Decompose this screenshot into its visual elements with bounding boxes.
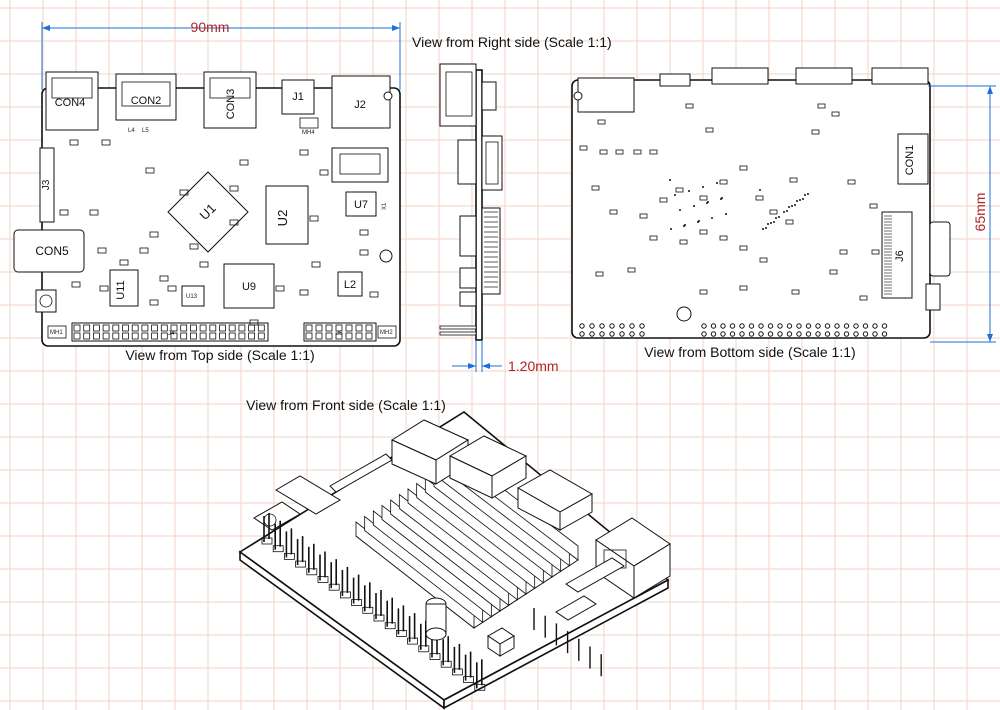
j2-connector [331, 75, 391, 129]
j3-connector [39, 147, 55, 223]
u2-label: U2 [275, 210, 290, 227]
j6-label: J6 [894, 250, 906, 262]
mh2-label: MH2 [380, 330, 393, 336]
j1-label: J1 [292, 91, 304, 103]
height-dimension-label: 65mm [972, 193, 988, 232]
top-view-caption: View from Top side (Scale 1:1) [125, 347, 314, 363]
top-small-components [59, 139, 379, 326]
front-sd-slot [275, 475, 341, 515]
j5-label: J5 [336, 331, 343, 337]
con1-connector [897, 133, 929, 185]
width-dimension-label: 90mm [191, 19, 230, 35]
bottom-view: CON1 J6 65mm View from Bottom side (Scal… [571, 67, 996, 360]
j3-label: J3 [41, 179, 52, 190]
arrow-right [392, 25, 400, 31]
con3-connector [203, 71, 257, 129]
j4-label: J4 [168, 331, 175, 337]
right-heatsink-profile [481, 207, 501, 295]
mh1-label: MH1 [50, 330, 63, 336]
l4-label: L4 [128, 128, 135, 134]
arrow-left [42, 25, 50, 31]
j4-header [71, 322, 269, 342]
u7-label: U7 [354, 199, 368, 211]
top-view: 90mm CON4 CON2 L4 L5 CON3 J1 MH4 J2 J3 C… [13, 19, 401, 363]
con4-connector [45, 71, 99, 131]
u7-chip [345, 191, 377, 217]
u9-label: U9 [242, 281, 256, 293]
bottom-view-caption: View from Bottom side (Scale 1:1) [644, 344, 855, 360]
front-pin-headers [261, 513, 602, 691]
bottom-usb-profile [711, 67, 769, 85]
mounting-hole [379, 249, 393, 263]
bottom-board-outline [571, 79, 931, 339]
con1-label: CON1 [904, 145, 916, 176]
front-ethernet [595, 517, 671, 599]
front-usb-ports [390, 419, 594, 531]
con4-label: CON4 [55, 97, 86, 109]
con5-connector [13, 229, 85, 273]
u13-chip [181, 285, 205, 307]
j1-connector [281, 79, 315, 115]
l2-inductor [337, 271, 363, 297]
front-view: View from Front side (Scale 1:1) [238, 397, 671, 710]
l2-label: L2 [344, 279, 356, 291]
bottom-pin-rows [579, 323, 888, 337]
mh4-label: MH4 [302, 130, 315, 136]
j2-label: J2 [354, 99, 366, 111]
u9-chip [223, 263, 275, 309]
right-view: View from Right side (Scale 1:1) 1.20mm [412, 34, 612, 374]
right-view-caption: View from Right side (Scale 1:1) [412, 34, 612, 50]
right-board-edge [475, 69, 483, 341]
u11-label: U11 [115, 280, 127, 299]
l5-label: L5 [142, 128, 149, 134]
u2-chip [265, 185, 309, 245]
con5-label: CON5 [35, 244, 69, 258]
u11-chip [109, 269, 139, 307]
con3-label: CON3 [225, 89, 237, 120]
bottom-small-components [579, 103, 880, 301]
push-button [35, 289, 57, 313]
u13-label: U13 [186, 294, 198, 300]
thickness-dimension-label: 1.20mm [508, 358, 559, 374]
bottom-ethernet-profile [577, 77, 635, 113]
right-usb-profile [439, 63, 477, 127]
con2-label: CON2 [131, 95, 162, 107]
x1-label: X1 [382, 202, 388, 210]
front-view-caption: View from Front side (Scale 1:1) [246, 397, 446, 413]
